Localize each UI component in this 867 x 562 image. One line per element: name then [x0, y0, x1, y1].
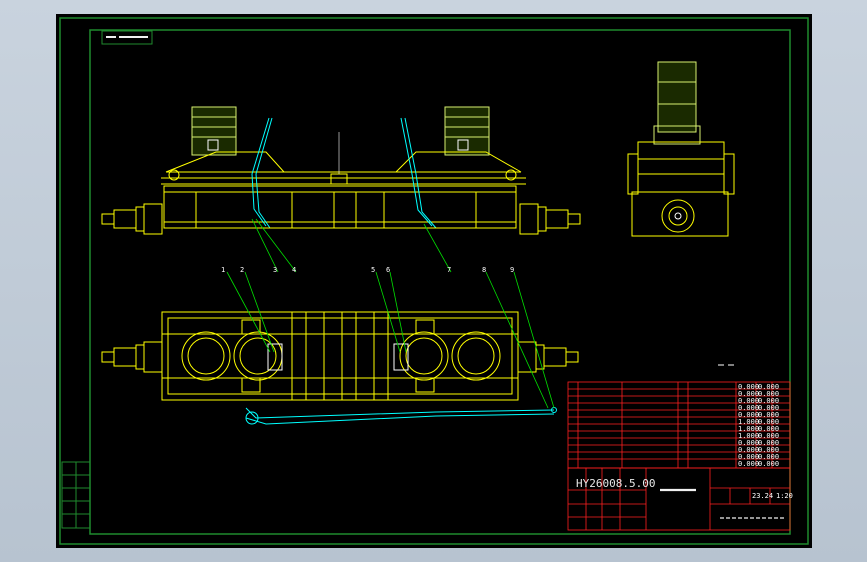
- balloon-9: 9: [510, 266, 515, 274]
- plan-view: [101, 311, 579, 425]
- weight-value: 23.24: [752, 492, 774, 500]
- drawing-number: HY26008.5.00: [576, 477, 656, 490]
- bom-cell: 0.000: [758, 460, 780, 468]
- bom-cell: 0.000: [758, 397, 780, 405]
- title-block: [567, 467, 791, 531]
- margin-table: [61, 461, 91, 529]
- bom-cell: 0.000: [738, 411, 760, 419]
- front-end-drive-right: [519, 203, 581, 235]
- drawing-sheet: 1 2 3 4 5 6 7 8 9 0.000 0.000 0.000 0.00…: [56, 14, 812, 548]
- balloon-3: 3: [273, 266, 278, 274]
- bom-cell: 0.000: [738, 460, 760, 468]
- bom-cell: 0.000: [738, 404, 760, 412]
- front-cables: [251, 117, 437, 229]
- bom-cell: 0.000: [758, 432, 780, 440]
- front-motor-left: [191, 106, 237, 156]
- bom-cell: 0.000: [738, 439, 760, 447]
- bom-cell: 0.000: [738, 383, 760, 391]
- bom-cell: 0.000: [758, 439, 780, 447]
- bom-cell: 0.000: [738, 390, 760, 398]
- bom-cell: 0.000: [758, 383, 780, 391]
- plan-cables: [245, 407, 557, 425]
- balloon-2: 2: [240, 266, 245, 274]
- plan-end-drive-left: [101, 341, 163, 373]
- bom-cell: 0.000: [738, 453, 760, 461]
- bom-cell: 1.000: [738, 425, 760, 433]
- bom-cell: 0.000: [758, 446, 780, 454]
- balloon-7: 7: [447, 266, 452, 274]
- bom-cell: 0.000: [758, 390, 780, 398]
- side-view: [627, 61, 735, 237]
- bom-cell: 1.000: [738, 418, 760, 426]
- inner-border: [89, 29, 791, 535]
- front-end-drive-left: [101, 203, 163, 235]
- bom-table: [567, 381, 791, 469]
- bom-cell: 0.000: [738, 446, 760, 454]
- outer-border: [59, 17, 809, 545]
- front-motor-right: [444, 106, 490, 156]
- bom-cell: 0.000: [758, 453, 780, 461]
- balloon-8: 8: [482, 266, 487, 274]
- leader-lines: [226, 218, 555, 409]
- bom-cell: 1.000: [738, 432, 760, 440]
- bom-cell: 0.000: [758, 418, 780, 426]
- bom-cell: 0.000: [738, 397, 760, 405]
- bom-cell: 0.000: [758, 411, 780, 419]
- balloon-5: 5: [371, 266, 376, 274]
- scale-value: 1:20: [776, 492, 793, 500]
- balloon-4: 4: [292, 266, 297, 274]
- plan-end-drive-right: [517, 341, 579, 373]
- balloon-6: 6: [386, 266, 391, 274]
- cad-drawing: [59, 17, 809, 545]
- bom-cell: 0.000: [758, 404, 780, 412]
- front-view: [101, 106, 581, 235]
- balloon-1: 1: [221, 266, 226, 274]
- bom-cell: 0.000: [758, 425, 780, 433]
- corner-label: [101, 30, 153, 45]
